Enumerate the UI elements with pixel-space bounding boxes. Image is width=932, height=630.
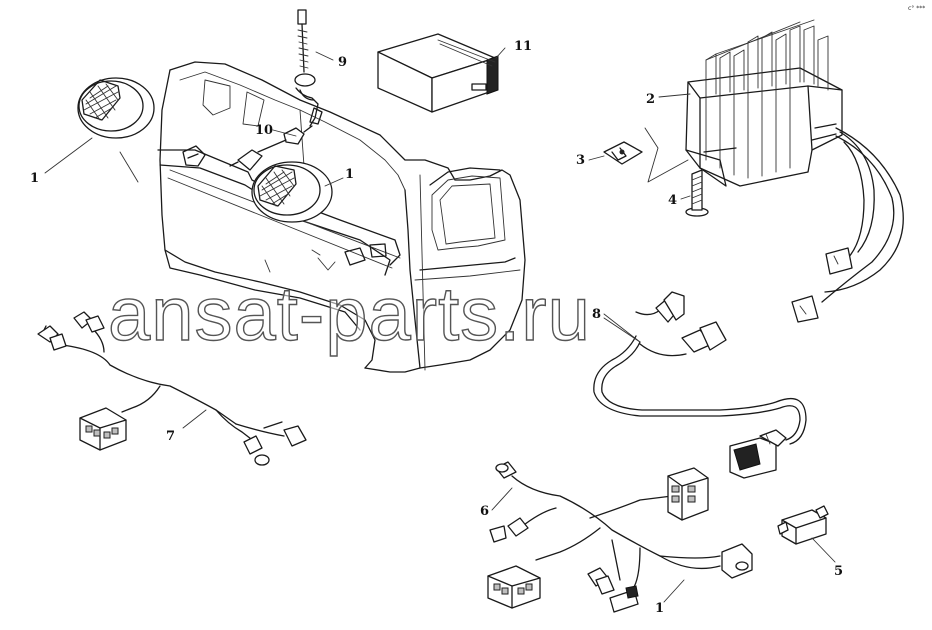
- rocker-switch: [729, 429, 787, 479]
- watermark-text: ansat-parts.ru: [108, 272, 591, 357]
- callout-8: 8: [592, 307, 601, 322]
- callout-10: 10: [255, 123, 273, 138]
- callout-1-bottom: 1: [655, 601, 664, 616]
- callout-1-left: 1: [30, 171, 39, 186]
- callout-1-center: 1: [345, 167, 354, 182]
- callout-3: 3: [576, 153, 585, 168]
- corner-mark: c° ***: [908, 5, 925, 12]
- antenna: [294, 9, 323, 127]
- relay: [777, 505, 829, 545]
- regulator-cable: [791, 127, 904, 323]
- mounting-bracket: [603, 141, 643, 165]
- callout-11: 11: [514, 39, 532, 54]
- headlamp-center: [251, 161, 333, 223]
- harness-8: [593, 291, 807, 445]
- callout-7: 7: [166, 429, 175, 444]
- regulator: [685, 19, 843, 187]
- screw: [685, 169, 709, 217]
- callout-5: 5: [834, 564, 843, 579]
- antenna-connector: [229, 125, 313, 171]
- harness-6: [487, 461, 753, 613]
- headlamp-left: [77, 77, 155, 139]
- callout-9: 9: [338, 55, 347, 70]
- bracket-leader: [644, 127, 689, 183]
- callout-labels: 1 1 1 2 3 4 5 6 7 8 9 10 11: [30, 39, 843, 616]
- radio-unit: [377, 33, 499, 113]
- callout-4: 4: [668, 193, 677, 208]
- callout-6: 6: [480, 504, 489, 519]
- harness-7: [37, 311, 307, 466]
- callout-2: 2: [646, 92, 655, 107]
- leader-lines: [44, 47, 836, 603]
